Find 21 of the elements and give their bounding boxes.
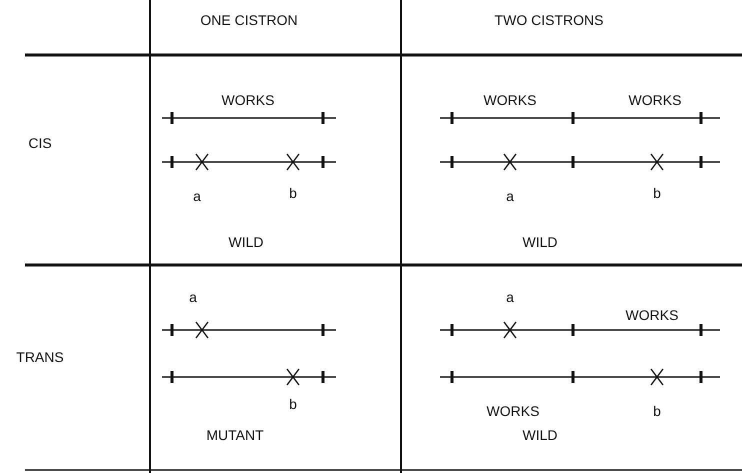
phenotype-label: WORKS (626, 307, 678, 323)
mutation-label: b (653, 185, 661, 201)
phenotype-label: WORKS (486, 403, 540, 419)
result-label: WILD (522, 427, 558, 443)
row-header: TRANS (16, 349, 64, 365)
row-header: CIS (28, 135, 52, 151)
mutation-label: b (289, 185, 297, 201)
phenotype-label: WORKS (628, 92, 682, 108)
mutation-label: b (289, 396, 297, 412)
column-header: ONE CISTRON (200, 12, 298, 28)
result-label: WILD (522, 234, 558, 250)
mutation-label: a (506, 188, 514, 204)
phenotype-label: WORKS (484, 92, 536, 108)
result-label: MUTANT (206, 427, 264, 443)
mutation-label: a (193, 188, 201, 204)
mutation-label: b (653, 403, 661, 419)
mutation-label: a (506, 289, 514, 305)
column-header: TWO CISTRONS (494, 12, 604, 28)
result-label: WILD (228, 234, 264, 250)
mutation-label: a (189, 289, 197, 305)
phenotype-label: WORKS (222, 92, 274, 108)
